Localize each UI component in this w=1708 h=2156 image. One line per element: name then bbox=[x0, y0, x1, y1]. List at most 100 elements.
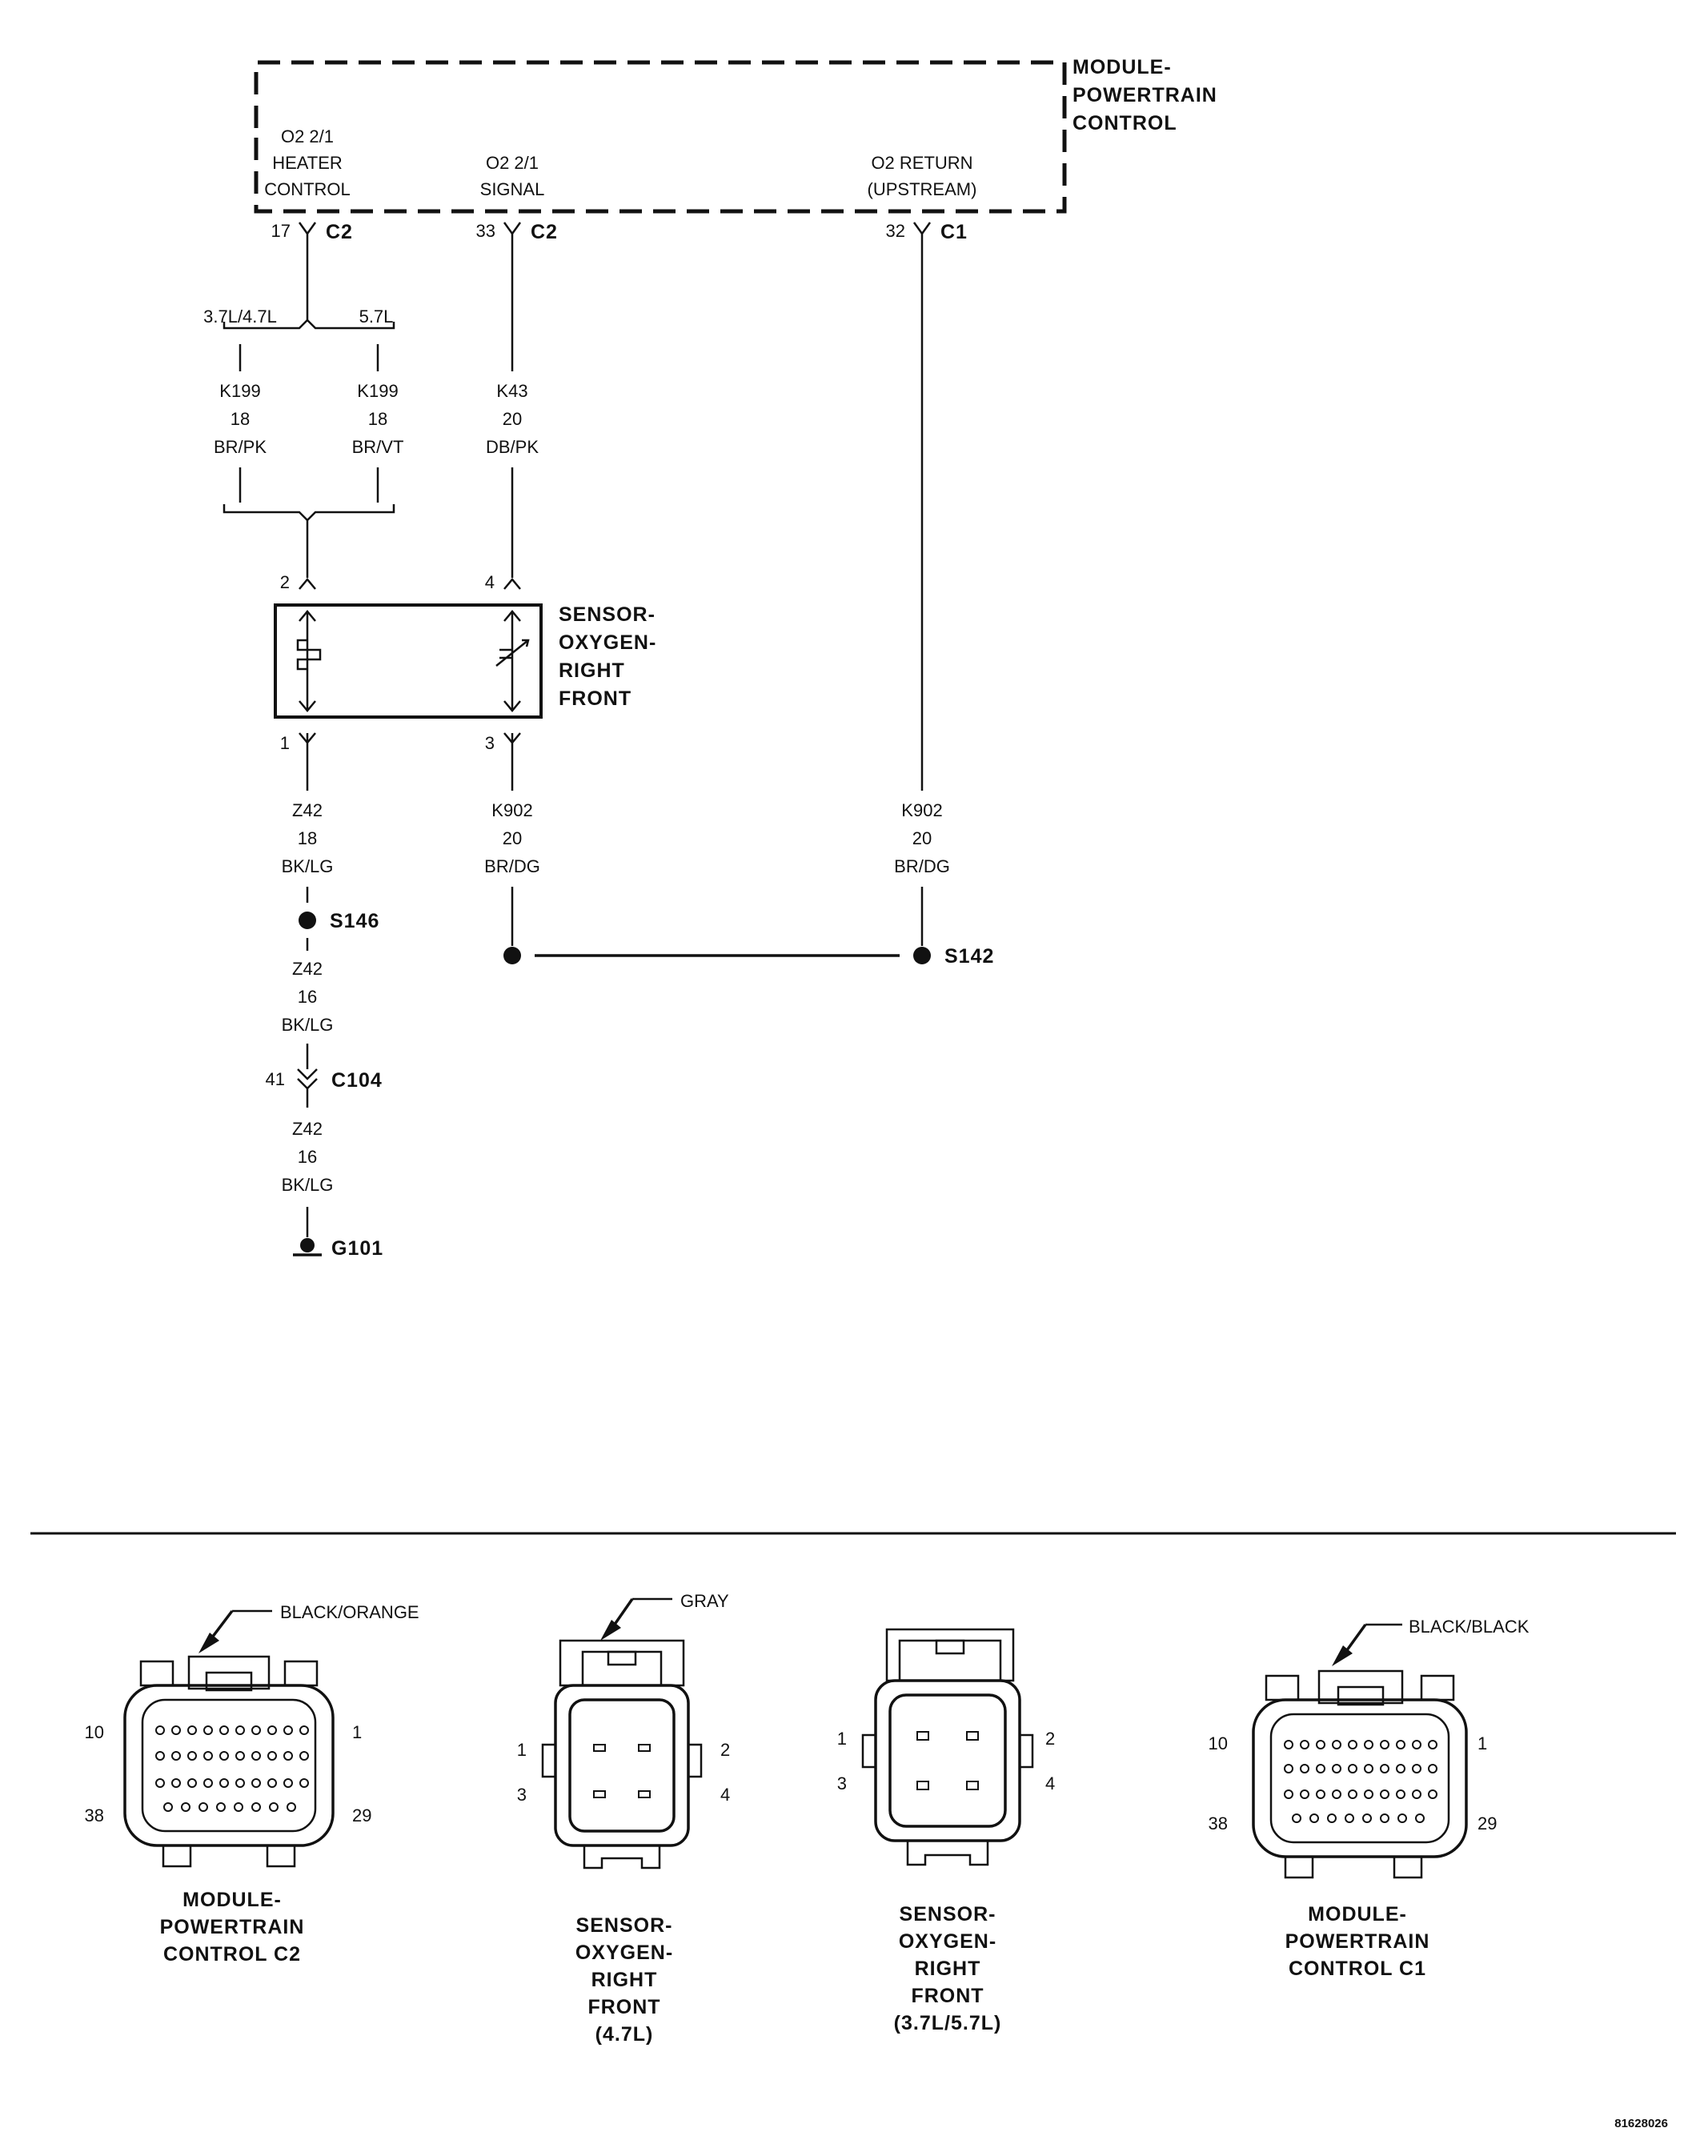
module-title-line3: CONTROL bbox=[1073, 112, 1177, 134]
ground-wire2-color: BK/LG bbox=[282, 1015, 334, 1035]
sensor47-top-housing bbox=[559, 1639, 685, 1687]
sensor-right-arrowheads bbox=[503, 610, 521, 712]
sensor47-shell bbox=[554, 1684, 690, 1847]
pcm-c1-title-line1: MODULE- bbox=[1308, 1903, 1407, 1926]
signal-wire: K43 20 DB/PK bbox=[486, 234, 539, 578]
heater-left-wire-gauge: 18 bbox=[231, 409, 250, 429]
pcm-c2-pin-10: 10 bbox=[85, 1722, 104, 1742]
pcm-c1-face bbox=[1269, 1713, 1450, 1844]
connector-c104-pin: 41 bbox=[266, 1069, 285, 1089]
splice-s142-dot bbox=[913, 947, 931, 964]
heater-right-wire-color: BR/VT bbox=[352, 437, 404, 457]
pcm-c2-pin-29: 29 bbox=[352, 1805, 371, 1825]
ground-path: Z42 18 BK/LG S146 Z42 16 BK/LG 41 C104 Z… bbox=[266, 733, 383, 1260]
pcm-c1-pin-29: 29 bbox=[1477, 1813, 1497, 1833]
connector-view-sensor-4-7l: GRAY 1 2 3 4 SENSOR- OXYGEN- RIGHT FRONT… bbox=[517, 1591, 731, 2046]
sensor-left-arrowheads bbox=[299, 610, 316, 712]
pin33-connector: C2 bbox=[531, 221, 558, 243]
pcm-c2-lock-tab bbox=[205, 1671, 253, 1692]
return-left-wire-color: BR/DG bbox=[484, 856, 540, 876]
ground-wire1-color: BK/LG bbox=[282, 856, 334, 876]
pcm-c2-title-line2: POWERTRAIN bbox=[160, 1916, 305, 1938]
ground-g101-label: G101 bbox=[331, 1237, 383, 1260]
connector-c104-label: C104 bbox=[331, 1069, 383, 1092]
pcm-c2-foot-left bbox=[162, 1844, 192, 1868]
sensor47-title-line5: (4.7L) bbox=[595, 2023, 654, 2046]
sensor-pin3: 3 bbox=[485, 733, 495, 753]
sensor47-side-tab-right bbox=[687, 1743, 703, 1778]
ground-wire3-color: BK/LG bbox=[282, 1175, 334, 1195]
pcm-c1-lock-tab bbox=[1337, 1685, 1385, 1706]
sensor57-title-line1: SENSOR- bbox=[900, 1903, 996, 1926]
pin32-number: 32 bbox=[886, 221, 905, 241]
sensor57-pin-1: 1 bbox=[837, 1729, 847, 1749]
sensor-title-line2: OXYGEN- bbox=[559, 631, 656, 654]
module-powertrain-control: MODULE- POWERTRAIN CONTROL O2 2/1 HEATER… bbox=[254, 56, 1217, 243]
pcm-c1-title-line2: POWERTRAIN bbox=[1285, 1930, 1430, 1953]
connector-view-pcm-c1: BLACK/BLACK 10 1 38 29 MODULE- POWERTRAI… bbox=[1209, 1617, 1530, 1980]
sensor57-bottom-latch bbox=[906, 1841, 989, 1866]
return-left-wire-id: K902 bbox=[491, 800, 532, 820]
splice-s142-label: S142 bbox=[944, 945, 994, 968]
connector-view-sensor-3-7l-5-7l: 1 2 3 4 SENSOR- OXYGEN- RIGHT FRONT (3.7… bbox=[837, 1628, 1055, 2034]
sensor47-face bbox=[568, 1698, 676, 1833]
oxygen-sensor: 2 4 SENSOR- OXYGEN- RIGHT FRONT 1 3 bbox=[274, 572, 656, 753]
sensor57-pin-3: 3 bbox=[837, 1773, 847, 1793]
sensor57-side-tab-right bbox=[1018, 1733, 1034, 1769]
pin32-receptacle-icon bbox=[912, 222, 932, 236]
sensor47-color-arrowhead bbox=[600, 1620, 621, 1641]
heater-merge-bracket bbox=[223, 504, 395, 522]
return-right-wire-id: K902 bbox=[901, 800, 942, 820]
pcm-c2-title-line1: MODULE- bbox=[182, 1889, 282, 1911]
pcm-c1-lock bbox=[1317, 1669, 1404, 1705]
ground-wire3-id: Z42 bbox=[292, 1119, 323, 1139]
signal-wire-id: K43 bbox=[496, 381, 527, 401]
pcm-c1-shell bbox=[1252, 1698, 1468, 1858]
pin32-connector: C1 bbox=[940, 221, 968, 243]
return-right-wire-color: BR/DG bbox=[894, 856, 950, 876]
connector-view-pcm-c2: BLACK/ORANGE 10 1 38 29 MODULE- POWERTRA… bbox=[85, 1602, 419, 1966]
pin32-name-line1: O2 RETURN bbox=[871, 153, 972, 173]
return-left-wire-gauge: 20 bbox=[503, 828, 522, 848]
ground-wire1-id: Z42 bbox=[292, 800, 323, 820]
pin17-connector: C2 bbox=[326, 221, 353, 243]
sensor57-pins bbox=[916, 1731, 979, 1790]
pcm-c1-pin-38: 38 bbox=[1209, 1813, 1228, 1833]
heater-left-wire-color: BR/PK bbox=[214, 437, 267, 457]
pcm-c1-pin-1: 1 bbox=[1477, 1733, 1487, 1753]
sensor-pin2: 2 bbox=[280, 572, 290, 592]
sensor57-title-line2: OXYGEN- bbox=[899, 1930, 996, 1953]
sensor57-title-line5: (3.7L/5.7L) bbox=[894, 2012, 1002, 2034]
sensor-body bbox=[274, 603, 543, 719]
pcm-c1-foot-left bbox=[1284, 1855, 1314, 1879]
sensor57-top-housing bbox=[885, 1628, 1015, 1682]
pcm-c2-title-line3: CONTROL C2 bbox=[163, 1943, 301, 1966]
pcm-c2-pin-1: 1 bbox=[352, 1722, 362, 1742]
sensor-pin2-icon bbox=[299, 578, 316, 590]
sensor47-title-line2: OXYGEN- bbox=[575, 1942, 673, 1964]
sensor47-title-line1: SENSOR- bbox=[576, 1914, 673, 1937]
signal-wire-gauge: 20 bbox=[503, 409, 522, 429]
pcm-c1-color-arrow-line bbox=[1343, 1623, 1367, 1655]
pin17-receptacle-icon bbox=[298, 222, 317, 236]
pcm-c2-color-arrow-line bbox=[208, 1609, 234, 1642]
sensor47-pins bbox=[593, 1744, 651, 1798]
pin33-name-line2: SIGNAL bbox=[480, 179, 545, 199]
sensor47-lock-tab bbox=[607, 1650, 637, 1666]
module-dashed-box bbox=[254, 60, 1067, 214]
sensor47-side-tab-left bbox=[541, 1743, 557, 1778]
ground-wire1-gauge: 18 bbox=[298, 828, 317, 848]
sensor-title-line3: RIGHT bbox=[559, 659, 625, 682]
sensor47-pin-4: 4 bbox=[720, 1785, 730, 1805]
ground-g101-dot bbox=[300, 1238, 315, 1252]
sensor47-color-arrow-line bbox=[611, 1598, 634, 1629]
sensor57-face bbox=[888, 1693, 1007, 1828]
pcm-c2-latch-left bbox=[139, 1660, 174, 1687]
pin17-name-line1: O2 2/1 bbox=[281, 126, 334, 146]
pin17-number: 17 bbox=[271, 221, 291, 241]
sensor57-lock bbox=[898, 1639, 1002, 1682]
pin32-name-line2: (UPSTREAM) bbox=[868, 179, 977, 199]
sensor47-pin-3: 3 bbox=[517, 1785, 527, 1805]
sensor47-lock bbox=[581, 1650, 663, 1687]
pcm-c2-latch-right bbox=[283, 1660, 319, 1687]
